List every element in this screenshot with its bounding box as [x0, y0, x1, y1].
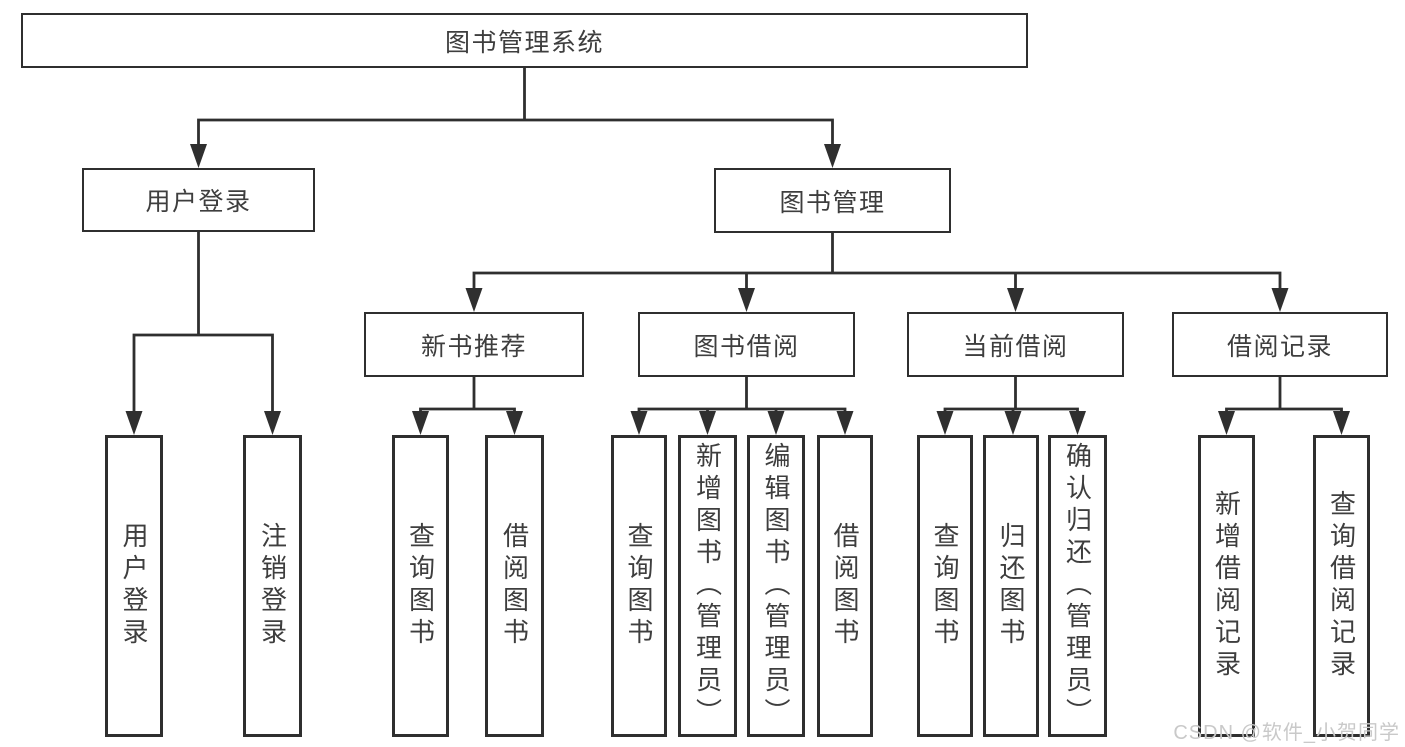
leaf-logout: 注销登录 — [243, 435, 302, 737]
leaf-add-book-admin: 新增图书（管理员） — [678, 435, 737, 737]
leaf-query-books-borrow: 查询图书 — [611, 435, 667, 737]
leaf-query-borrow-record: 查询借阅记录 — [1313, 435, 1370, 737]
leaf-edit-book-admin: 编辑图书（管理员） — [747, 435, 805, 737]
node-borrow-records: 借阅记录 — [1172, 312, 1388, 377]
node-current-borrow: 当前借阅 — [907, 312, 1124, 377]
node-user-login: 用户登录 — [82, 168, 315, 232]
edge-borrow-records-to-children — [1218, 377, 1350, 435]
leaf-borrow-books-recommend: 借阅图书 — [485, 435, 544, 737]
edge-new-book-recommend-to-children — [412, 377, 523, 435]
node-book-management: 图书管理 — [714, 168, 951, 233]
csdn-watermark: CSDN @软件_小贺同学 — [1173, 722, 1400, 744]
node-book-borrow: 图书借阅 — [638, 312, 855, 377]
leaf-add-borrow-record: 新增借阅记录 — [1198, 435, 1255, 737]
leaf-confirm-return-admin: 确认归还（管理员） — [1048, 435, 1107, 737]
edge-book-borrow-to-children — [630, 377, 854, 435]
edge-current-borrow-to-children — [936, 377, 1086, 435]
leaf-query-books-current: 查询图书 — [917, 435, 973, 737]
leaf-query-books-recommend: 查询图书 — [392, 435, 449, 737]
edge-root-to-level2 — [190, 68, 841, 168]
edge-book-management-to-children — [465, 233, 1289, 312]
leaf-return-book: 归还图书 — [983, 435, 1039, 737]
leaf-borrow-books: 借阅图书 — [817, 435, 873, 737]
leaf-user-login: 用户登录 — [105, 435, 163, 737]
edge-user-login-to-children — [125, 232, 281, 435]
node-new-book-recommend: 新书推荐 — [364, 312, 584, 377]
node-root-system: 图书管理系统 — [21, 13, 1028, 68]
